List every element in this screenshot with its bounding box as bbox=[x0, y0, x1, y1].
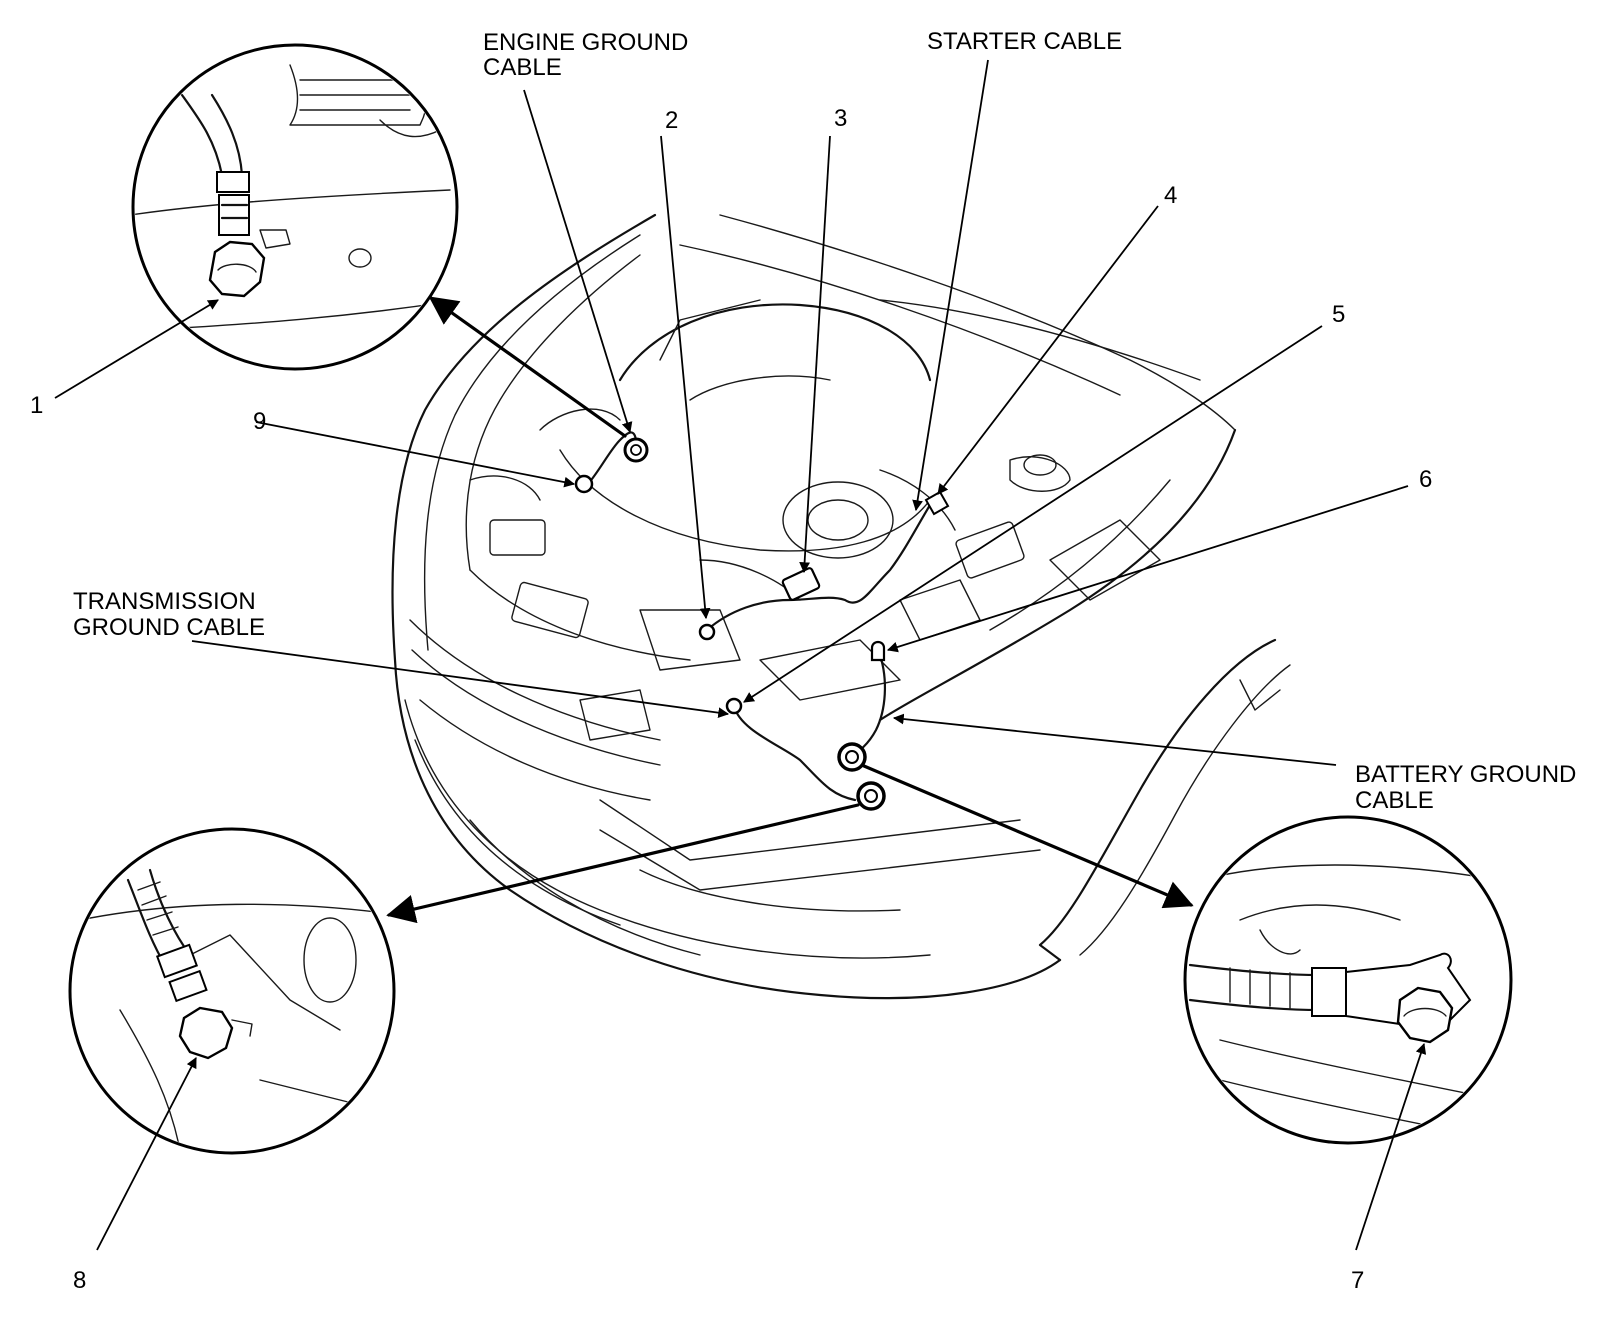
detail-arrows bbox=[386, 296, 1194, 924]
arrow-to-detail-top-left bbox=[428, 296, 627, 438]
leader-3 bbox=[799, 135, 831, 574]
starter-connector bbox=[781, 567, 821, 601]
callout-number-3: 3 bbox=[834, 105, 848, 132]
leader-8 bbox=[96, 1057, 197, 1251]
leader-6 bbox=[886, 485, 1409, 653]
transmission-ground-cable-label-line2: GROUND CABLE bbox=[73, 614, 266, 641]
arrow-to-detail-bottom-right bbox=[862, 764, 1194, 909]
leader-lines bbox=[54, 59, 1427, 1251]
arrow-to-detail-bottom-left bbox=[386, 803, 860, 924]
battery-ground-cable bbox=[850, 653, 887, 758]
callout-number-8: 8 bbox=[73, 1267, 87, 1294]
battery-ground-cable-label-line1: BATTERY GROUND bbox=[1355, 761, 1577, 788]
callout-number-6: 6 bbox=[1419, 466, 1433, 493]
leader-2 bbox=[660, 135, 711, 620]
callout-number-7: 7 bbox=[1351, 1267, 1365, 1294]
leader-4 bbox=[937, 205, 1159, 495]
detail-view-transmission-ground bbox=[68, 827, 396, 1155]
leader-7 bbox=[1355, 1042, 1427, 1251]
callout-number-2: 2 bbox=[665, 107, 679, 134]
cable-bracket bbox=[924, 490, 950, 516]
leader-starter-cable bbox=[912, 59, 989, 512]
bolt-5 bbox=[725, 697, 743, 715]
detail-view-engine-ground bbox=[131, 43, 459, 371]
callout-number-4: 4 bbox=[1164, 182, 1178, 209]
terminal-6 bbox=[870, 640, 886, 662]
bolt-points bbox=[574, 437, 886, 811]
callout-number-9: 9 bbox=[253, 408, 267, 435]
bolt-9 bbox=[574, 474, 594, 494]
callout-number-5: 5 bbox=[1332, 301, 1346, 328]
bolt-2 bbox=[698, 623, 716, 641]
cable-routing bbox=[586, 431, 950, 802]
starter-cable bbox=[705, 503, 932, 632]
battery-ground-cable-label-line2: CABLE bbox=[1355, 787, 1434, 814]
starter-cable-label: STARTER CABLE bbox=[927, 28, 1123, 55]
leader-5 bbox=[743, 325, 1323, 703]
engine-ground-cable-label-line2: CABLE bbox=[483, 54, 562, 81]
engine-ground-cable-label-line1: ENGINE GROUND bbox=[483, 29, 689, 56]
transmission-ground-cable bbox=[732, 704, 857, 802]
transmission-ground-cable-label-line1: TRANSMISSION bbox=[73, 588, 256, 615]
callout-number-1: 1 bbox=[30, 392, 44, 419]
leader-engine-ground-cable bbox=[523, 89, 633, 434]
vehicle-front-body bbox=[391, 213, 1291, 1000]
leader-1 bbox=[54, 299, 219, 399]
leader-9 bbox=[255, 421, 576, 488]
leader-transmission-ground-cable bbox=[191, 640, 730, 719]
detail-view-battery-ground bbox=[1183, 815, 1513, 1145]
engine-ground-cable bbox=[586, 431, 638, 486]
leader-battery-ground-cable bbox=[892, 713, 1337, 766]
